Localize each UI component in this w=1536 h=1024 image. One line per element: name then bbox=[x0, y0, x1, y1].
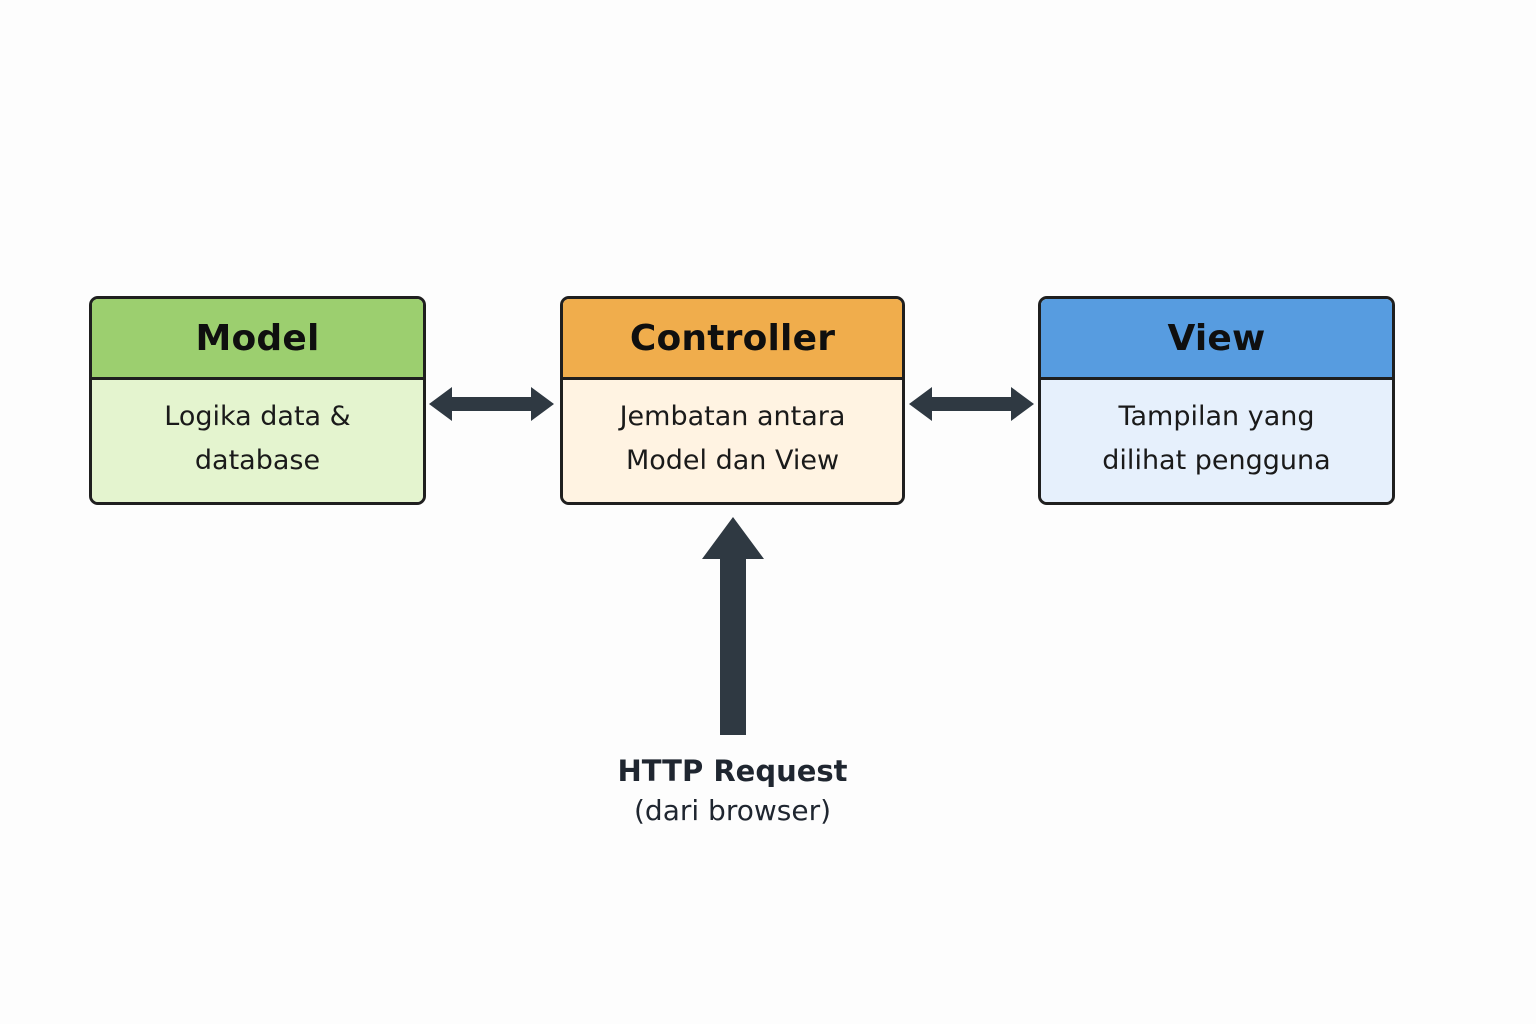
view-box: View Tampilan yang dilihat pengguna bbox=[1038, 296, 1395, 505]
controller-box: Controller Jembatan antara Model dan Vie… bbox=[560, 296, 905, 505]
view-description: Tampilan yang dilihat pengguna bbox=[1041, 380, 1392, 502]
http-request-label: HTTP Request bbox=[617, 754, 848, 788]
controller-title: Controller bbox=[563, 299, 902, 380]
view-title: View bbox=[1041, 299, 1392, 380]
http-request-source-label: (dari browser) bbox=[634, 794, 831, 827]
model-description-line-2: database bbox=[194, 445, 321, 476]
controller-description-line-2: Model dan View bbox=[625, 445, 840, 476]
controller-description-line-1: Jembatan antara bbox=[619, 401, 846, 432]
model-description-line-1: Logika data & bbox=[164, 401, 351, 432]
model-title: Model bbox=[92, 299, 423, 380]
view-description-line-2: dilihat pengguna bbox=[1102, 445, 1331, 476]
controller-description: Jembatan antara Model dan View bbox=[563, 380, 902, 502]
model-controller-double-arrow bbox=[429, 387, 554, 421]
model-box: Model Logika data & database bbox=[89, 296, 426, 505]
model-description: Logika data & database bbox=[92, 380, 423, 502]
request-up-arrow bbox=[702, 517, 764, 735]
controller-view-double-arrow bbox=[909, 387, 1034, 421]
view-description-line-1: Tampilan yang bbox=[1118, 401, 1315, 432]
